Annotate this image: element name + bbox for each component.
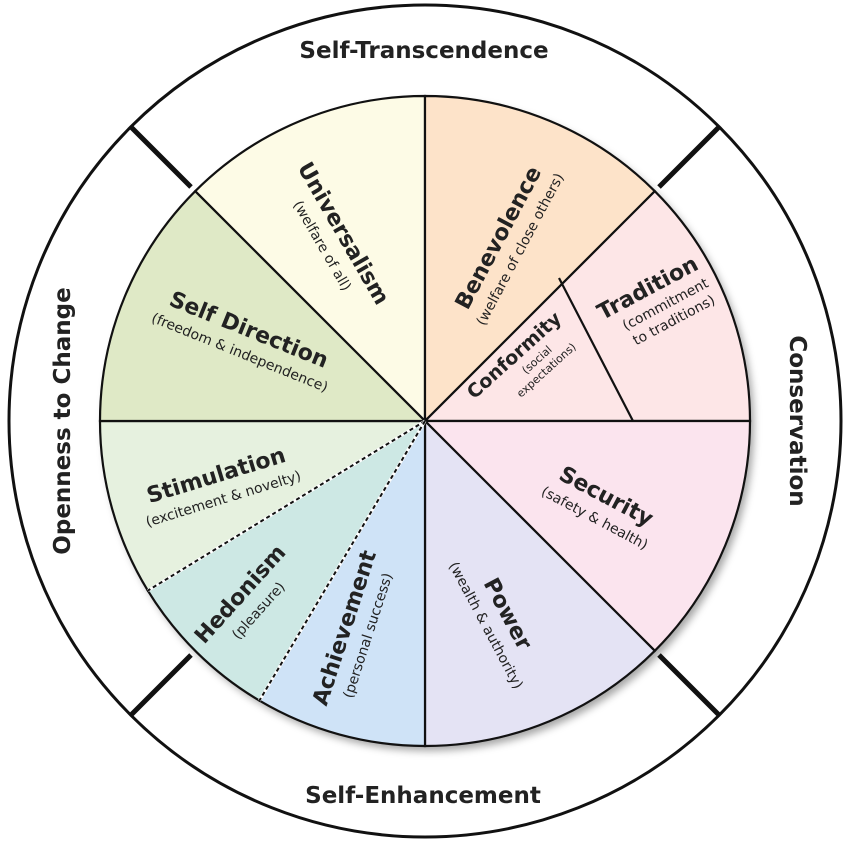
label-self-transcendence: Self-Transcendence <box>299 38 548 64</box>
wedge-power <box>423 418 657 748</box>
wedge-benevolence <box>423 94 657 424</box>
ring-divider-top-left <box>129 125 193 189</box>
wedge-self-direction <box>98 189 428 423</box>
ring-divider-bottom-left <box>129 653 193 717</box>
label-self-enhancement: Self-Enhancement <box>305 783 541 809</box>
wedge-security <box>422 419 752 653</box>
label-conservation: Conservation <box>784 335 810 506</box>
ring-divider-top-right <box>657 125 721 189</box>
wedge-stimulation <box>98 419 429 593</box>
wedge-tradition-conformity <box>422 189 752 423</box>
divider-conformity-tradition <box>558 277 634 422</box>
ring-divider-bottom-right <box>657 653 721 717</box>
wedge-universalism <box>193 94 427 424</box>
wedge-hedonism <box>146 420 426 703</box>
wedge-achievement <box>257 416 427 748</box>
label-openness-to-change: Openness to Change <box>50 287 76 554</box>
pie-wedges <box>98 94 752 748</box>
